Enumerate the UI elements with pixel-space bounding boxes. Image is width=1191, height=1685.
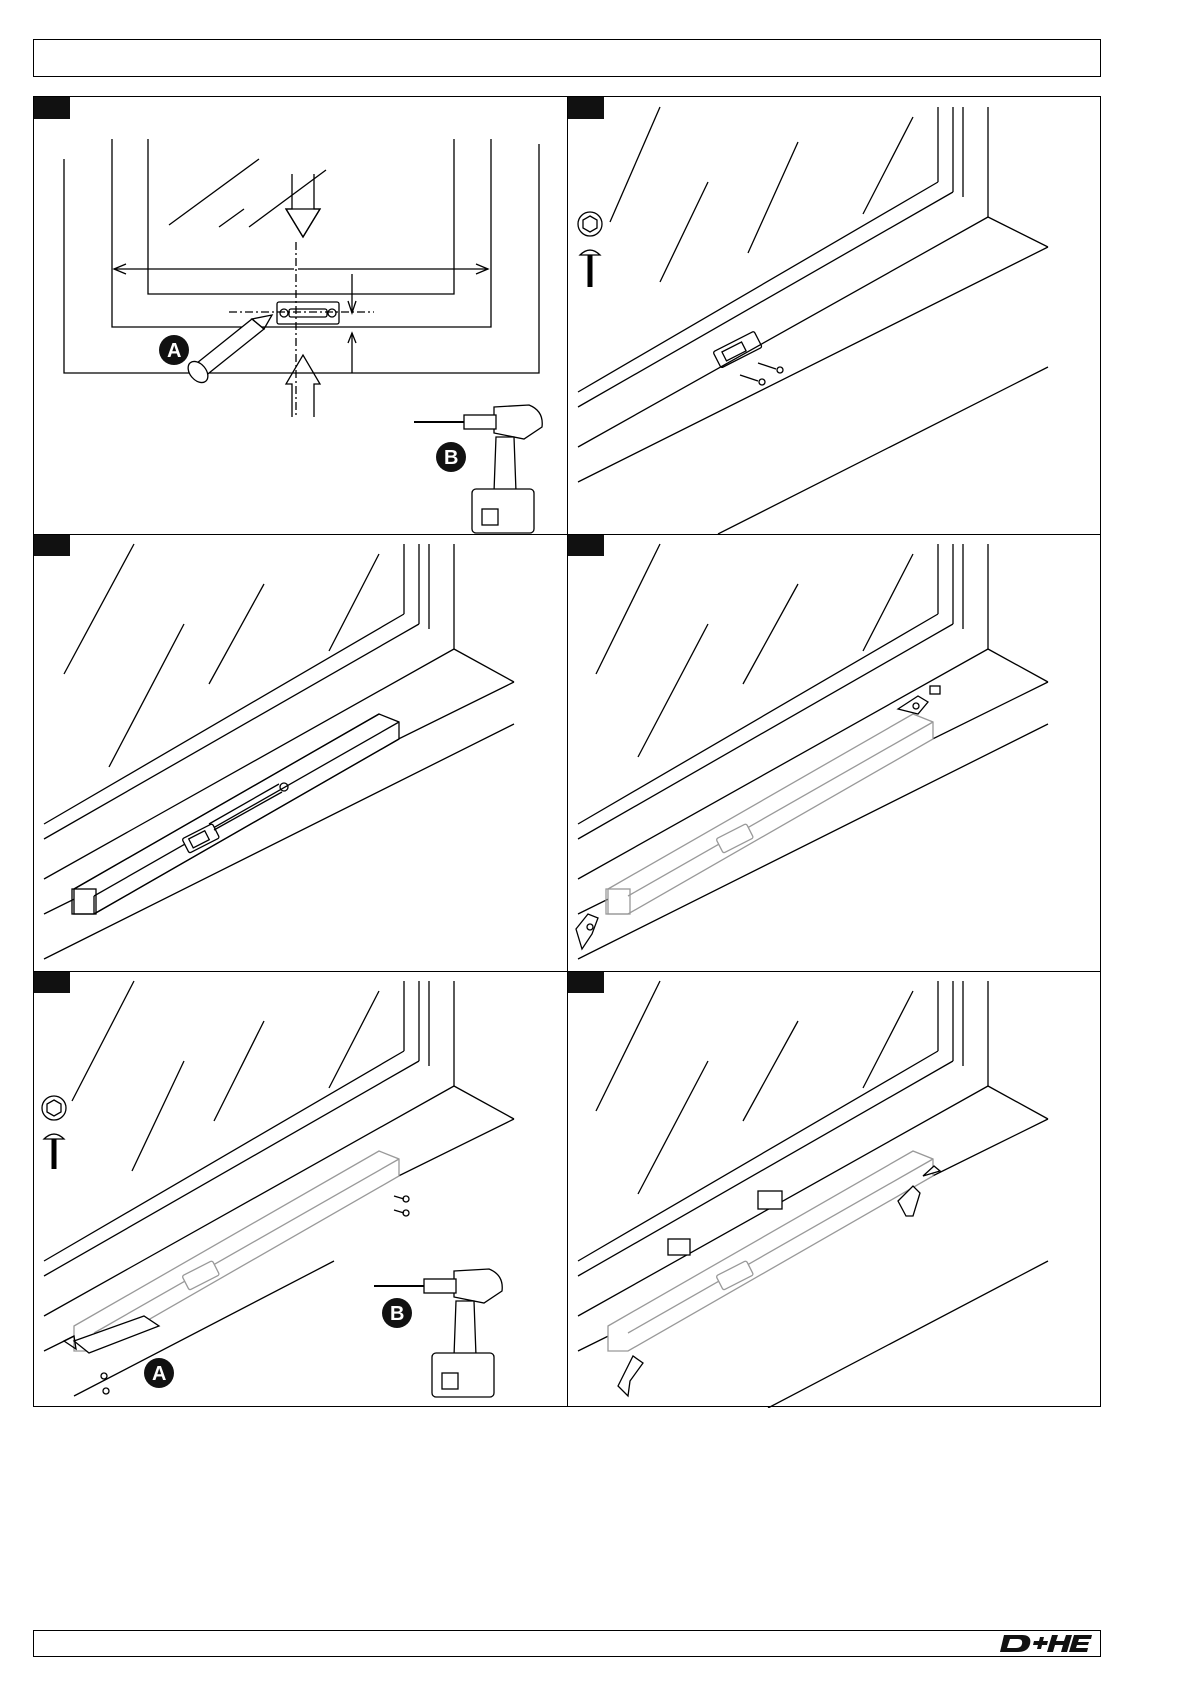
step-4-illustration <box>568 534 1102 971</box>
svg-text:B: B <box>444 447 458 469</box>
step-6-illustration <box>568 971 1102 1408</box>
step-4-panel <box>568 534 1102 971</box>
svg-text:A: A <box>152 1363 166 1385</box>
grid-divider-row-2 <box>34 971 1100 972</box>
grid-divider-vertical <box>567 97 568 1406</box>
grid-divider-row-1 <box>34 534 1100 535</box>
step-6-panel <box>568 971 1102 1408</box>
step-1-illustration: A B <box>34 97 568 534</box>
step-5-badge-a: A <box>144 1358 174 1388</box>
step-5-badge-b: B <box>382 1298 412 1328</box>
svg-text:B: B <box>390 1303 404 1325</box>
step-2-panel <box>568 97 1102 534</box>
instruction-grid: A B <box>33 96 1101 1407</box>
step-1-badge-b: B <box>436 442 466 472</box>
header-box <box>33 39 1101 77</box>
step-3-panel <box>34 534 568 971</box>
svg-text:A: A <box>167 340 181 362</box>
step-1-badge-a: A <box>159 335 189 365</box>
step-2-illustration <box>568 97 1102 534</box>
step-5-illustration: B A <box>34 971 568 1408</box>
step-1-panel: A B <box>34 97 568 534</box>
step-5-panel: B A <box>34 971 568 1408</box>
dh-logo <box>1000 1633 1092 1654</box>
step-3-illustration <box>34 534 568 971</box>
footer-box <box>33 1630 1101 1657</box>
